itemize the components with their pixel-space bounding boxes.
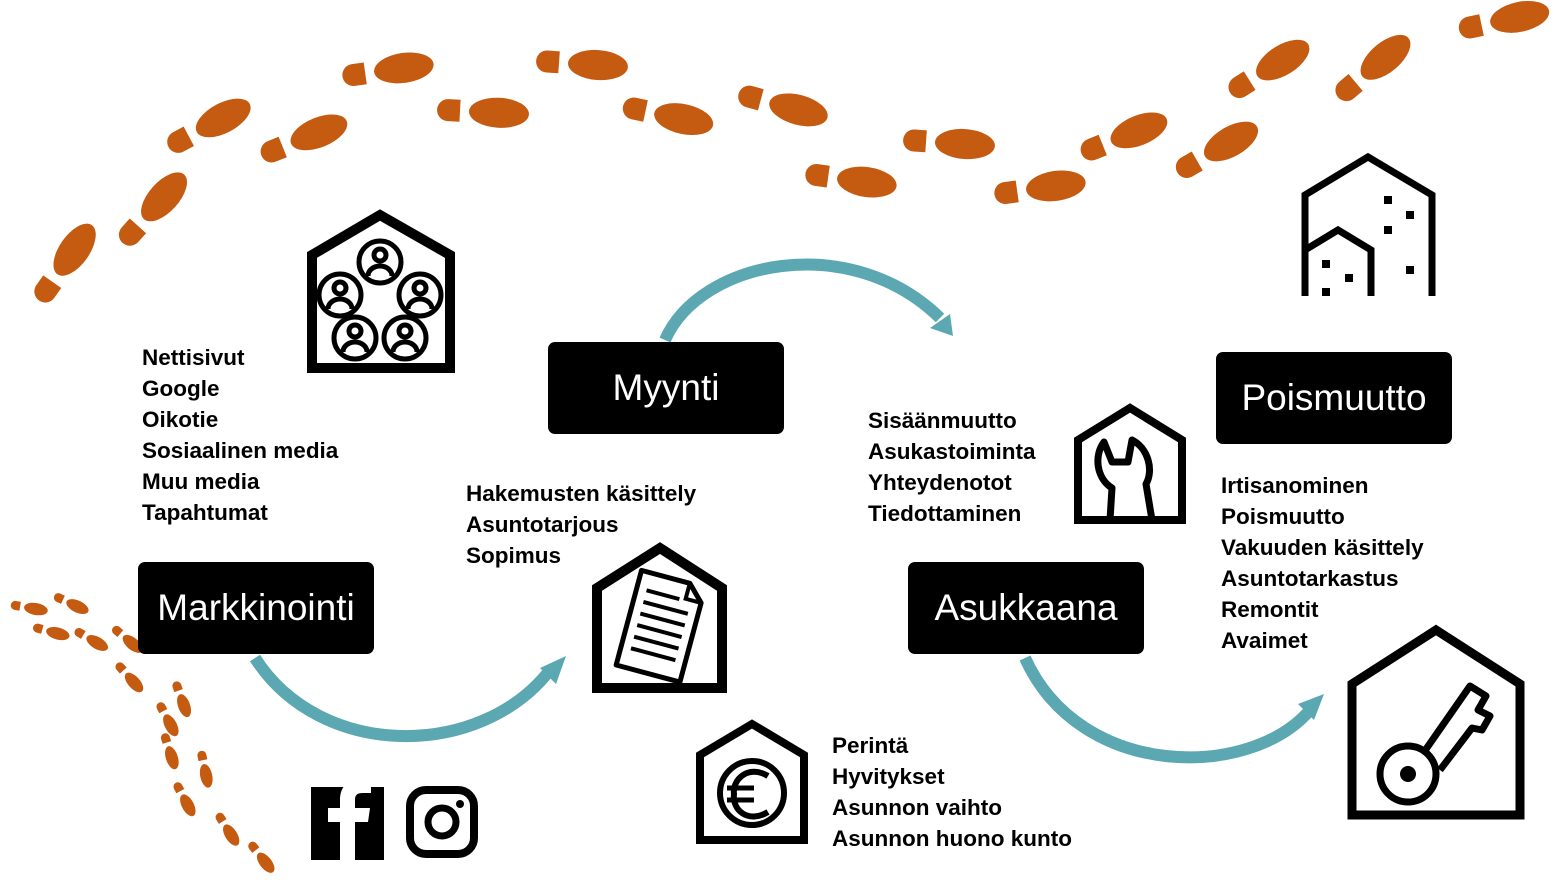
list-item: Yhteydenotot (868, 470, 1012, 495)
list-item: Tapahtumat (142, 500, 268, 525)
list-item: Vakuuden käsittely (1221, 535, 1424, 560)
stage-markkinointi: Markkinointi (138, 562, 374, 654)
document-house-icon (592, 542, 727, 693)
list-item: Sosiaalinen media (142, 438, 339, 463)
community-house-icon (307, 209, 455, 373)
finance-list: Perintä Hyvitykset Asunnon vaihto Asunno… (832, 730, 1072, 854)
list-item: Hakemusten käsittely (466, 481, 697, 506)
euro-house-icon (696, 719, 808, 844)
list-item: Nettisivut (142, 345, 245, 370)
list-item: Remontit (1221, 597, 1319, 622)
list-item: Sisäänmuutto (868, 408, 1017, 433)
stage-poismuutto: Poismuutto (1216, 352, 1452, 444)
list-item: Oikotie (142, 407, 219, 432)
resident-list: Sisäänmuutto Asukastoiminta Yhteydenotot… (868, 405, 1036, 529)
stage-label: Myynti (612, 367, 720, 408)
list-item: Avaimet (1221, 628, 1308, 653)
list-item: Perintä (832, 733, 909, 758)
list-item: Google (142, 376, 220, 401)
stage-asukkaana: Asukkaana (908, 562, 1144, 654)
stage-myynti: Myynti (548, 342, 784, 434)
list-item: Muu media (142, 469, 260, 494)
arrowhead-icon (930, 314, 953, 336)
stage-label: Asukkaana (934, 587, 1118, 628)
cycle-arrow-icon (249, 258, 1315, 764)
list-item: Asunnon huono kunto (832, 826, 1072, 851)
wrench-house-icon (1074, 403, 1186, 524)
list-item: Tiedottaminen (868, 501, 1022, 526)
key-house-icon (1347, 624, 1525, 820)
stage-label: Markkinointi (157, 587, 355, 628)
buildings-icon (1301, 152, 1436, 296)
stage-label: Poismuutto (1241, 377, 1427, 418)
marketing-list: Nettisivut Google Oikotie Sosiaalinen me… (142, 342, 338, 528)
list-item: Asunnon vaihto (832, 795, 1002, 820)
instagram-icon[interactable] (406, 786, 478, 858)
list-item: Asukastoiminta (868, 439, 1036, 464)
list-item: Irtisanominen (1221, 473, 1369, 498)
list-item: Asuntotarkastus (1221, 566, 1399, 591)
sales-list: Hakemusten käsittely Asuntotarjous Sopim… (466, 478, 696, 571)
arrowhead-icon (1298, 694, 1324, 720)
list-item: Asuntotarjous (466, 512, 619, 537)
arrowhead-icon (540, 656, 566, 684)
list-item: Hyvitykset (832, 764, 945, 789)
moveout-list: Irtisanominen Poismuutto Vakuuden käsitt… (1221, 470, 1424, 656)
list-item: Poismuutto (1221, 504, 1345, 529)
list-item: Sopimus (466, 543, 562, 568)
facebook-icon[interactable] (311, 780, 384, 860)
